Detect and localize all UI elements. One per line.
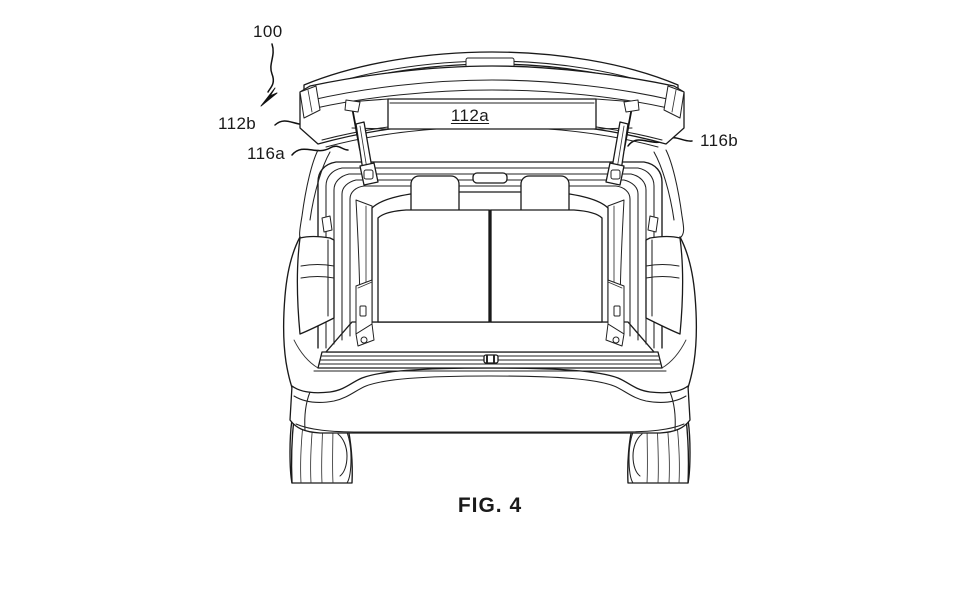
frame-outer [317, 161, 663, 349]
reference-label-116a: 116a [247, 144, 286, 163]
right-trim-box-lower [605, 323, 625, 347]
left-roof-joint-inner [309, 151, 331, 221]
liftgate-left-endcap-line [307, 89, 313, 113]
left-roof-joint [299, 149, 319, 239]
left-trim-box-detail [357, 281, 373, 289]
frame-line-l3 [341, 179, 491, 195]
bumper-lower-edge [295, 423, 685, 433]
cargo-floor-left-edge [325, 321, 353, 353]
left-tail-light [296, 235, 335, 335]
right-body-side [679, 236, 698, 401]
figure-caption: FIG. 4 [457, 494, 523, 517]
right-roof-joint-inner [653, 151, 675, 221]
liftgate-line-a [311, 79, 673, 101]
frame-line-r4 [489, 185, 631, 200]
frame-line-r2 [489, 173, 647, 191]
right-pillar-hinge [647, 215, 659, 233]
right-roof-joint [665, 149, 685, 239]
left-trim-box-lower [355, 323, 375, 347]
tail-lights [296, 235, 684, 335]
left-body-side [282, 236, 301, 401]
rear-seat-back-right [490, 209, 603, 323]
reference-label-116b: 116b [700, 131, 739, 150]
frame-line-l2 [333, 173, 491, 191]
liftgate-right-endcap-line [671, 89, 677, 113]
bumper-upper-crease [293, 375, 687, 403]
left-tire-tread-1 [300, 423, 304, 484]
left-strut-pivot [363, 169, 374, 180]
bumper-right-end-crease [669, 391, 676, 431]
reference-label-112a: 112a [450, 106, 490, 125]
left-trim-box-knob [360, 336, 368, 344]
right-tail-light-seg2 [645, 275, 680, 279]
right-tail-light [645, 235, 684, 335]
left-trim-box-button [359, 305, 367, 317]
right-trim-box-button [613, 305, 621, 317]
left-pillar-hinge [321, 215, 333, 233]
bumper-left-end-crease [304, 391, 311, 431]
frame-line-r3 [489, 179, 639, 195]
left-rear-tire [290, 417, 353, 484]
left-tail-light-seg1 [300, 263, 335, 267]
bumper-main [289, 367, 691, 434]
right-strut-upper-mount [623, 99, 640, 113]
cargo-sill [313, 351, 667, 372]
right-strut-pivot [610, 169, 621, 180]
rear-view-mirror [472, 172, 508, 184]
rear-bumper [289, 367, 691, 434]
leader-100 [267, 43, 275, 93]
liftgate-assembly [299, 51, 685, 148]
reference-label-100: 100 [253, 22, 283, 41]
rear-seats-assembly [371, 172, 609, 323]
cargo-floor [325, 321, 655, 353]
frame-line-r1 [489, 167, 655, 187]
reference-label-112b: 112b [218, 114, 257, 133]
liftgate-line-b [315, 89, 669, 109]
left-wheel-arch-shadow [337, 433, 348, 477]
lower-body-details [293, 339, 687, 369]
right-wheel-arch-shadow [632, 433, 643, 477]
frame-line-l1 [325, 167, 491, 187]
frame-line-l4 [349, 185, 491, 200]
roof-connection [299, 149, 685, 239]
cargo-floor-surface [325, 321, 655, 353]
right-trim-box-detail [607, 281, 623, 289]
side-trim-boxes [355, 279, 625, 347]
right-rocker-line [661, 339, 687, 369]
left-strut-upper-mount [344, 99, 361, 113]
right-rear-tire [627, 417, 690, 484]
rear-seat-back-left [377, 209, 490, 323]
left-tail-light-seg2 [300, 275, 335, 279]
left-gas-strut-seam [359, 125, 368, 170]
gas-struts [344, 99, 640, 186]
left-rocker-line [293, 339, 319, 369]
right-tail-light-seg1 [645, 263, 680, 267]
right-gas-strut-seam [616, 125, 625, 170]
leader-116a [291, 145, 349, 156]
right-trim-box-knob [612, 336, 620, 344]
arrowhead-100 [260, 87, 278, 107]
right-tire-tread-1 [676, 423, 680, 484]
cargo-floor-right-edge [627, 321, 655, 353]
